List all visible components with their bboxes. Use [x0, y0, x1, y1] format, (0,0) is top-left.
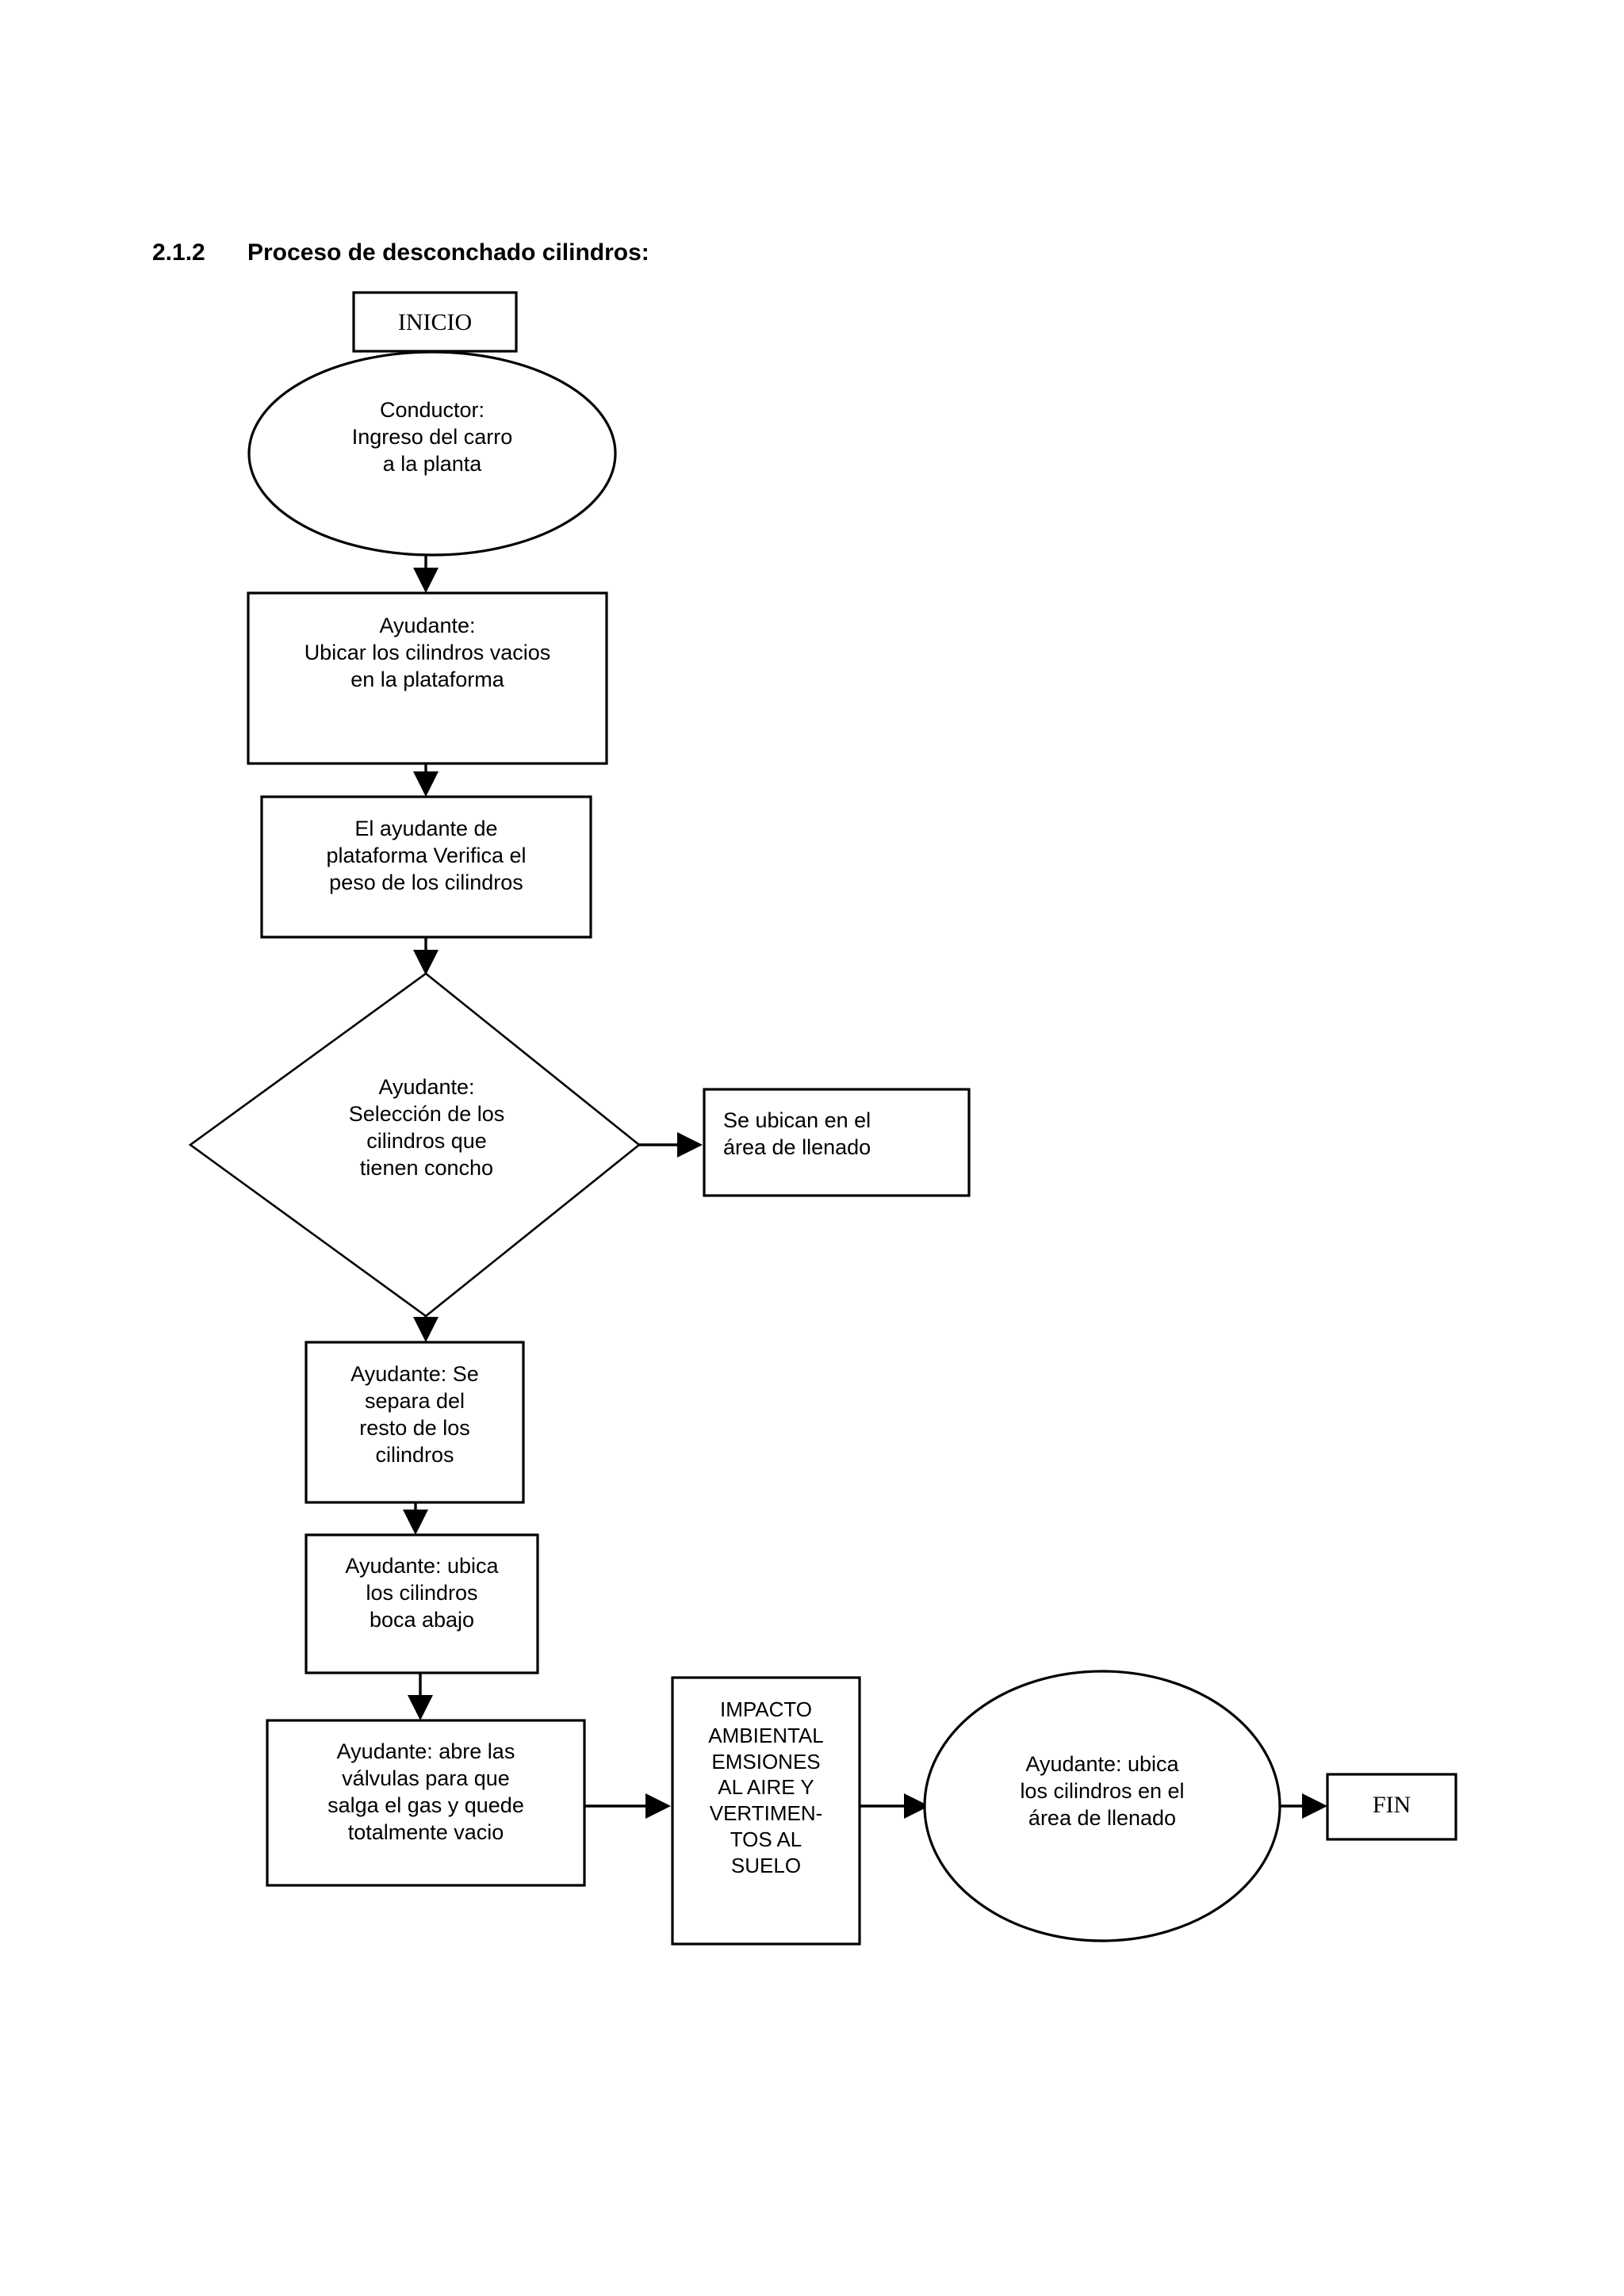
node-seleccion-shape[interactable] — [188, 972, 642, 1318]
node-ubicafinal-shape[interactable] — [923, 1670, 1281, 1942]
arrowhead-separa-bocaabajo — [403, 1510, 428, 1535]
arrowhead-impacto-ubicafinal — [904, 1793, 929, 1819]
arrowhead-seleccion-llenado — [677, 1132, 703, 1158]
page-heading: 2.1.2 Proceso de desconchado cilindros: — [152, 239, 649, 266]
arrowhead-bocaabajo-valvulas — [408, 1695, 433, 1720]
heading-section-title: Proceso de desconchado cilindros: — [247, 239, 649, 266]
arrowhead-ubicafinal-end — [1302, 1793, 1327, 1819]
arrowhead-valvulas-impacto — [645, 1793, 671, 1819]
heading-section-number: 2.1.2 — [152, 239, 205, 266]
node-separa-shape[interactable] — [304, 1341, 525, 1504]
node-valvulas-shape[interactable] — [266, 1719, 586, 1887]
arrowhead-verifica-seleccion — [413, 950, 439, 975]
node-verifica-shape[interactable] — [260, 795, 592, 939]
arrowhead-conductor-ubicar — [413, 568, 439, 593]
node-conductor-shape[interactable] — [247, 350, 617, 557]
node-impacto-shape[interactable] — [671, 1676, 861, 1946]
node-llenado-shape[interactable] — [703, 1088, 971, 1197]
node-end-shape[interactable] — [1326, 1773, 1457, 1841]
node-bocaabajo-shape[interactable] — [304, 1533, 539, 1674]
node-ubicar-shape[interactable] — [247, 591, 608, 765]
arrowhead-seleccion-separa — [413, 1317, 439, 1342]
node-start-shape[interactable] — [352, 291, 518, 353]
arrowhead-ubicar-verifica — [413, 771, 439, 797]
